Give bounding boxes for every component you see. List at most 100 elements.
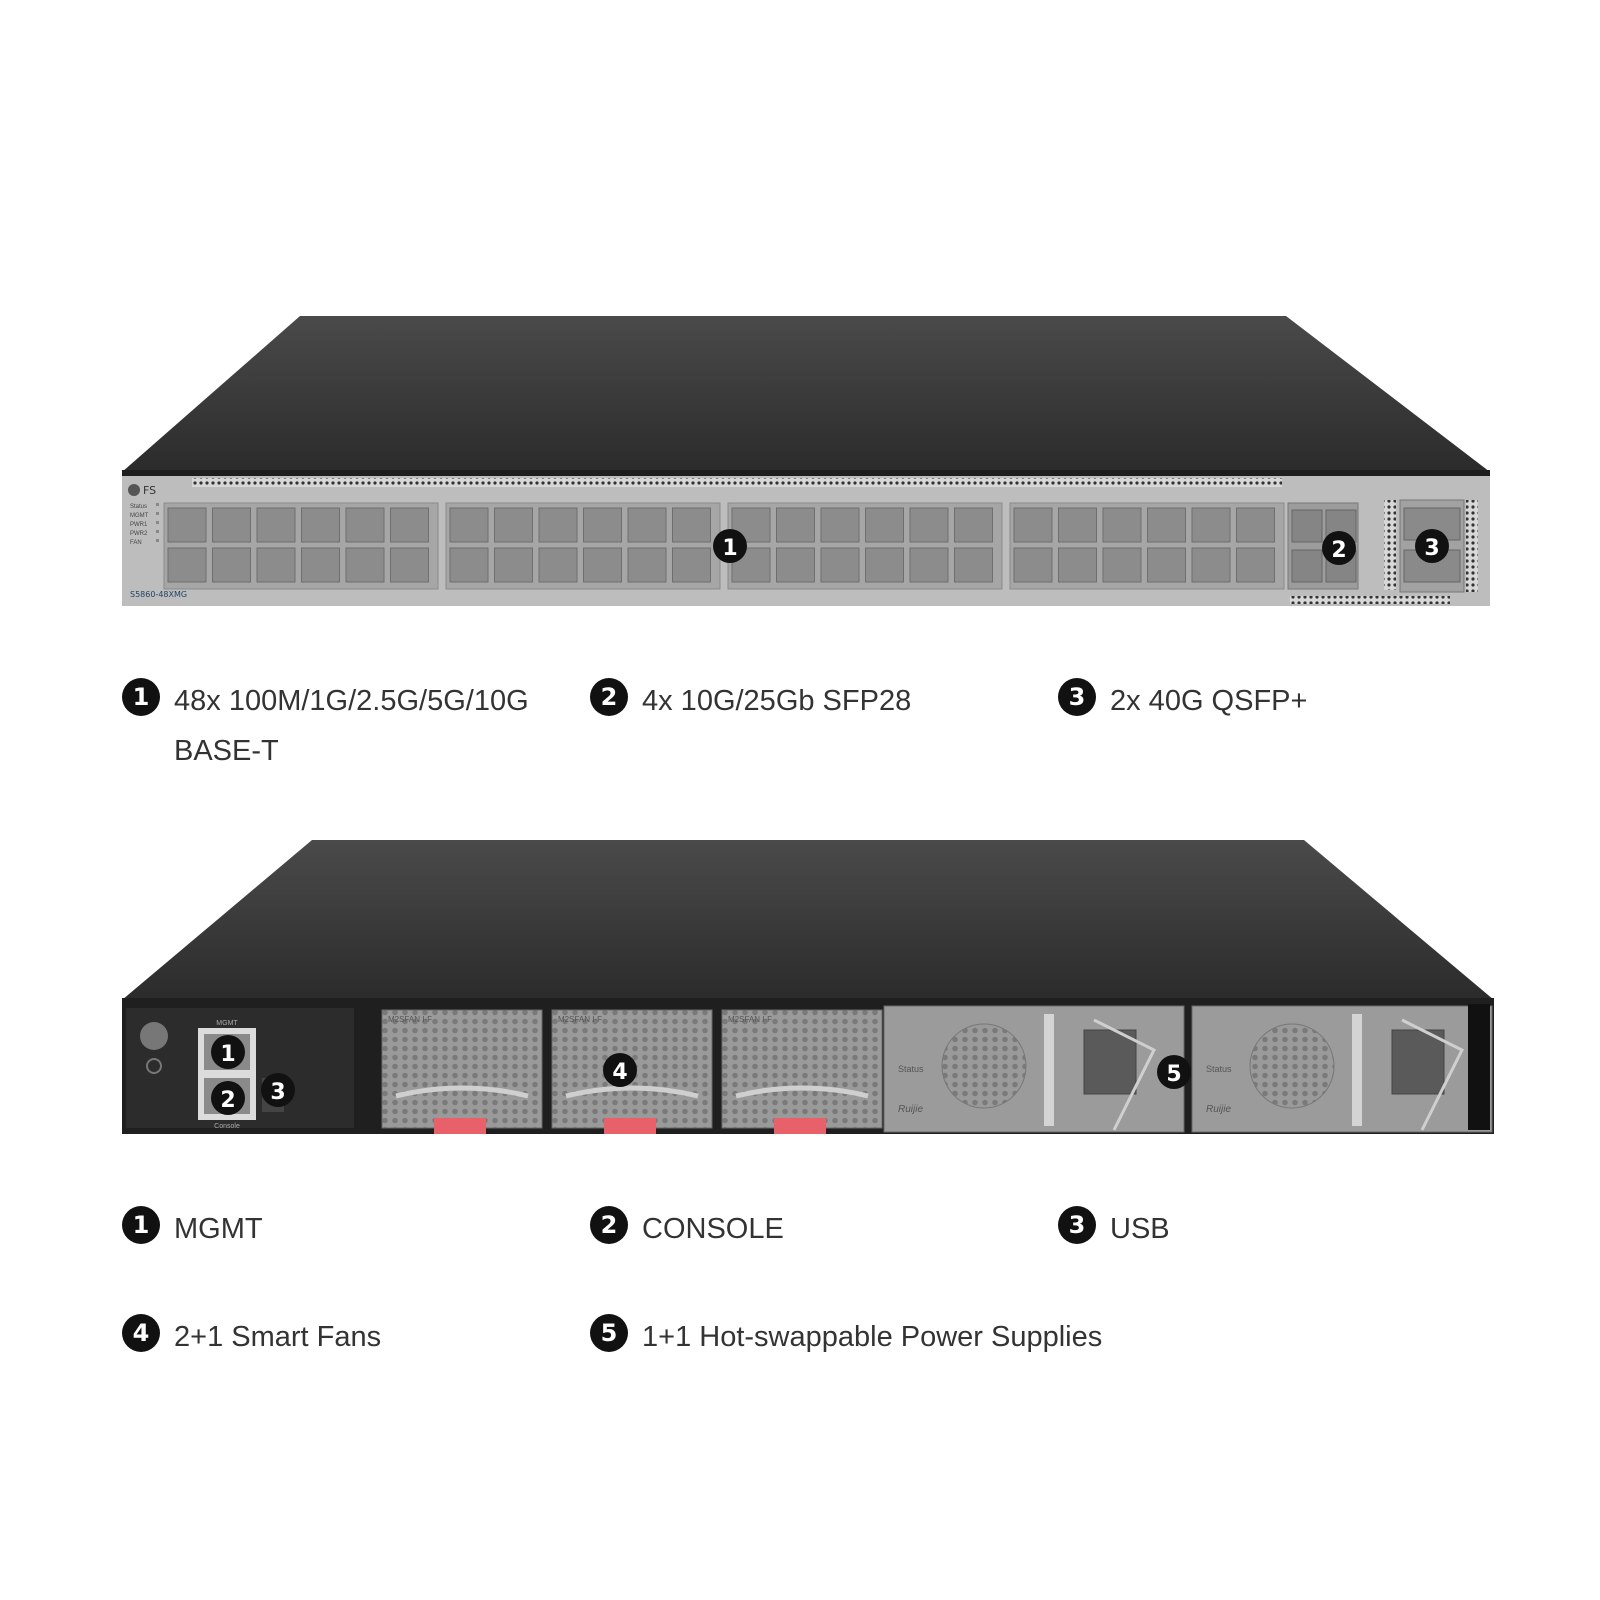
legend-number-badge: 2 bbox=[590, 1206, 628, 1244]
rj45-port bbox=[167, 547, 207, 583]
psu-module bbox=[1191, 1005, 1493, 1133]
rj45-port bbox=[583, 547, 622, 583]
mgmt-port-label: MGMT bbox=[216, 1020, 238, 1027]
svg-text:3: 3 bbox=[1424, 536, 1439, 561]
fan-module bbox=[721, 1009, 883, 1129]
ground-symbol-icon bbox=[146, 1058, 162, 1074]
psu-module bbox=[883, 1005, 1185, 1133]
status-led bbox=[156, 530, 159, 533]
legend-text: MGMT bbox=[174, 1213, 263, 1245]
front-callout-1: 1 bbox=[713, 529, 747, 563]
rear-callout-5: 5 bbox=[1157, 1055, 1191, 1089]
rear-callout-3: 3 bbox=[261, 1073, 295, 1107]
front-chassis-lip bbox=[122, 470, 1490, 478]
front-callout-2: 2 bbox=[1322, 531, 1356, 565]
fan-handle bbox=[565, 1085, 699, 1099]
legend-text: 1+1 Hot-swappable Power Supplies bbox=[642, 1321, 1103, 1353]
rear-legend-item-4: 4 2+1 Smart Fans bbox=[122, 1312, 554, 1362]
rear-legend-item-3: 3 USB bbox=[1058, 1204, 1490, 1254]
rj45-port bbox=[538, 507, 578, 543]
legend-number-badge: 3 bbox=[1058, 678, 1096, 716]
legend-text: CONSOLE bbox=[642, 1213, 784, 1245]
front-callout-3: 3 bbox=[1415, 529, 1449, 563]
legend-number-badge: 2 bbox=[590, 678, 628, 716]
led-label: PWR2 bbox=[130, 531, 148, 537]
rj45-port bbox=[909, 547, 949, 583]
front-legend-item-1: 1 48x 100M/1G/2.5G/5G/10G BASE-T bbox=[122, 676, 544, 776]
rj45-port bbox=[301, 507, 340, 543]
rj45-port bbox=[494, 507, 533, 543]
led-label: MGMT bbox=[130, 513, 149, 519]
rj45-port bbox=[256, 547, 296, 583]
power-cord-retainer bbox=[1093, 1018, 1157, 1131]
psu-handle bbox=[1044, 1014, 1054, 1126]
front-vent-strip bbox=[192, 478, 1282, 487]
fan-release-tab bbox=[774, 1118, 826, 1134]
rj45-port bbox=[954, 547, 993, 583]
power-inlet bbox=[1083, 1029, 1137, 1095]
rj45-port bbox=[583, 507, 622, 543]
svg-text:2: 2 bbox=[1331, 538, 1346, 563]
led-label: Status bbox=[130, 504, 147, 510]
psu-brand-label: Ruijie bbox=[898, 1104, 923, 1115]
rj45-port bbox=[865, 507, 904, 543]
front-mid-vent bbox=[1384, 500, 1396, 590]
led-label: FAN bbox=[130, 540, 142, 546]
power-inlet bbox=[1391, 1029, 1445, 1095]
rj45-port bbox=[1236, 547, 1275, 583]
legend-text: USB bbox=[1110, 1213, 1170, 1245]
psu-fan-grille bbox=[1249, 1023, 1335, 1109]
svg-text:3: 3 bbox=[270, 1080, 285, 1105]
status-led bbox=[156, 503, 159, 506]
power-cord-retainer bbox=[1401, 1018, 1465, 1131]
svg-text:5: 5 bbox=[1166, 1062, 1181, 1087]
rj45-port bbox=[1147, 547, 1186, 583]
rj45-port bbox=[820, 507, 860, 543]
fan-handle bbox=[735, 1085, 869, 1099]
fan-module-label: M2SFAN I-F bbox=[558, 1015, 602, 1024]
rj45-port bbox=[167, 507, 207, 543]
front-chassis-top bbox=[122, 316, 1490, 472]
rj45-port bbox=[776, 507, 815, 543]
rear-legend-item-1: 1 MGMT bbox=[122, 1204, 554, 1254]
rj45-port bbox=[865, 547, 904, 583]
rj45-port bbox=[449, 507, 489, 543]
psu-status-label: Status bbox=[1206, 1064, 1232, 1074]
fan-release-tab bbox=[604, 1118, 656, 1134]
psu-fan-grille bbox=[941, 1023, 1027, 1109]
rj45-port bbox=[1013, 547, 1053, 583]
legend-number-badge: 1 bbox=[122, 1206, 160, 1244]
rj45-port bbox=[1102, 507, 1142, 543]
rear-callout-4: 4 bbox=[603, 1053, 637, 1087]
front-legend-item-3: 3 2x 40G QSFP+ bbox=[1058, 676, 1490, 726]
legend-number-badge: 3 bbox=[1058, 1206, 1096, 1244]
fs-brand-label: FS bbox=[143, 484, 156, 497]
rj45-port bbox=[909, 507, 949, 543]
front-edge-vent bbox=[1466, 500, 1478, 592]
psu-brand-label: Ruijie bbox=[1206, 1104, 1231, 1115]
rj45-port bbox=[256, 507, 296, 543]
rj45-port bbox=[212, 547, 251, 583]
rj45-port bbox=[1013, 507, 1053, 543]
rj45-port bbox=[1058, 547, 1097, 583]
rj45-port bbox=[1191, 547, 1231, 583]
legend-text: 2+1 Smart Fans bbox=[174, 1321, 382, 1353]
status-led bbox=[156, 521, 159, 524]
fan-module bbox=[551, 1009, 713, 1129]
psu-status-label: Status bbox=[898, 1064, 924, 1074]
svg-text:1: 1 bbox=[220, 1042, 235, 1067]
sfp28-port bbox=[1291, 549, 1323, 583]
rj45-port bbox=[494, 547, 533, 583]
rj45-port bbox=[449, 547, 489, 583]
psu-handle bbox=[1352, 1014, 1362, 1126]
rj45-port bbox=[390, 507, 429, 543]
front-right-vent bbox=[1290, 596, 1450, 604]
legend-number-badge: 4 bbox=[122, 1314, 160, 1352]
fan-module-label: M2SFAN I-F bbox=[388, 1015, 432, 1024]
fan-release-tab bbox=[434, 1118, 486, 1134]
status-led bbox=[156, 539, 159, 542]
console-port-label: Console bbox=[214, 1123, 240, 1130]
